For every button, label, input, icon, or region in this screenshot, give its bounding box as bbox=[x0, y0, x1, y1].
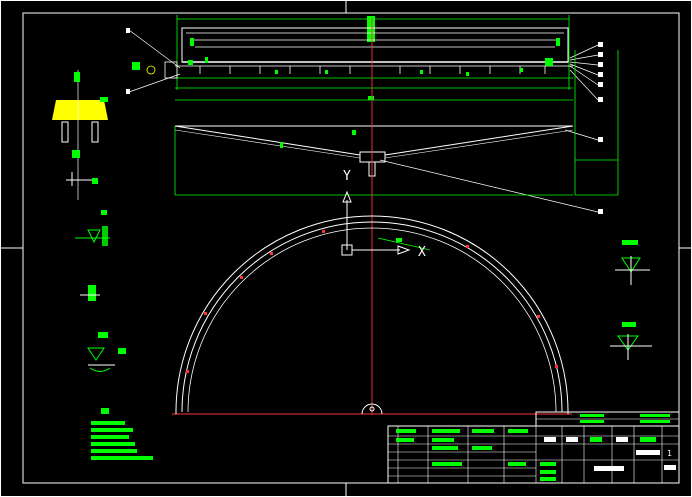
notes-block bbox=[91, 408, 153, 460]
ucs-icon bbox=[341, 190, 411, 256]
left-detail-views bbox=[52, 70, 126, 372]
plan-view bbox=[172, 215, 572, 415]
ucs-y-label: Y bbox=[343, 169, 351, 184]
title-block bbox=[387, 411, 680, 484]
right-detail-views bbox=[610, 240, 652, 360]
ucs-x-label: X bbox=[418, 245, 426, 260]
elevation-view bbox=[126, 15, 619, 214]
title-block-sheet-number: 1 bbox=[667, 449, 672, 458]
